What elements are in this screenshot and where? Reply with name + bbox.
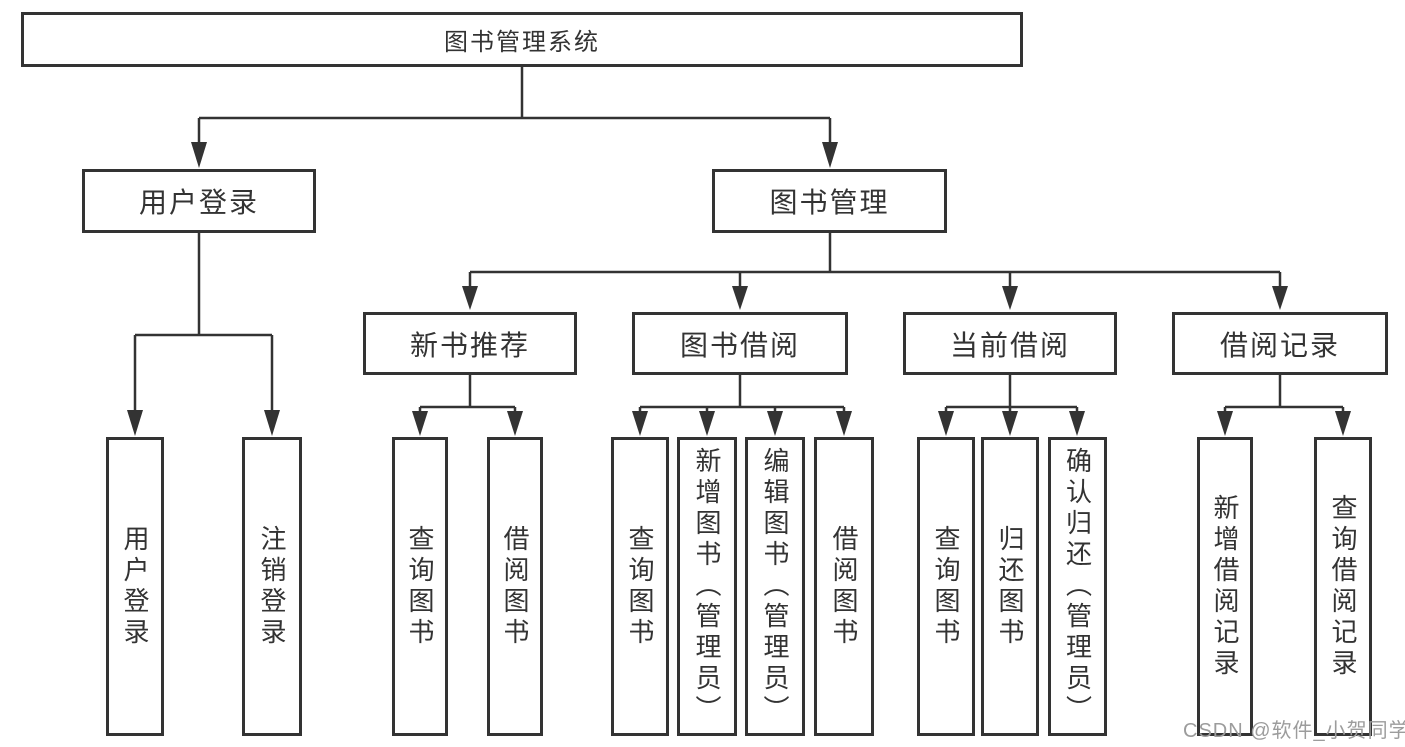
node-borrowing-records: 借阅记录: [1172, 312, 1388, 375]
leaf-add-books-admin: 新增图书（管理员）: [677, 437, 737, 736]
connector-book-mgmt: [468, 233, 1282, 286]
node-user-login: 用户登录: [82, 169, 316, 233]
arrowheads: [127, 142, 1351, 436]
node-current-borrowing: 当前借阅: [903, 312, 1117, 375]
leaf-borrow-books-1: 借阅图书: [487, 437, 543, 736]
leaf-logout: 注销登录: [242, 437, 302, 736]
leaf-return-books: 归还图书: [981, 437, 1039, 736]
connector-user-login: [133, 233, 274, 410]
leaf-query-books-3: 查询图书: [917, 437, 975, 736]
csdn-watermark: CSDN @软件_小贺同学: [1183, 720, 1405, 742]
leaf-add-borrow-record: 新增借阅记录: [1197, 437, 1253, 736]
connector-borrow-records: [1223, 375, 1345, 412]
leaf-query-borrow-record: 查询借阅记录: [1314, 437, 1372, 736]
connector-root: [197, 67, 832, 142]
connector-current-borrow: [944, 375, 1079, 412]
leaf-borrow-books-2: 借阅图书: [814, 437, 874, 736]
node-book-management: 图书管理: [712, 169, 947, 233]
leaf-confirm-return-admin: 确认归还（管理员）: [1048, 437, 1107, 736]
node-new-book-recommend: 新书推荐: [363, 312, 577, 375]
leaf-query-books-1: 查询图书: [392, 437, 448, 736]
leaf-query-books-2: 查询图书: [611, 437, 669, 736]
node-library-system: 图书管理系统: [21, 12, 1023, 67]
connector-new-book-rec: [418, 375, 517, 412]
connector-book-borrow: [638, 375, 846, 412]
node-book-borrowing: 图书借阅: [632, 312, 848, 375]
leaf-edit-books-admin: 编辑图书（管理员）: [745, 437, 805, 736]
leaf-user-login: 用户登录: [106, 437, 164, 736]
